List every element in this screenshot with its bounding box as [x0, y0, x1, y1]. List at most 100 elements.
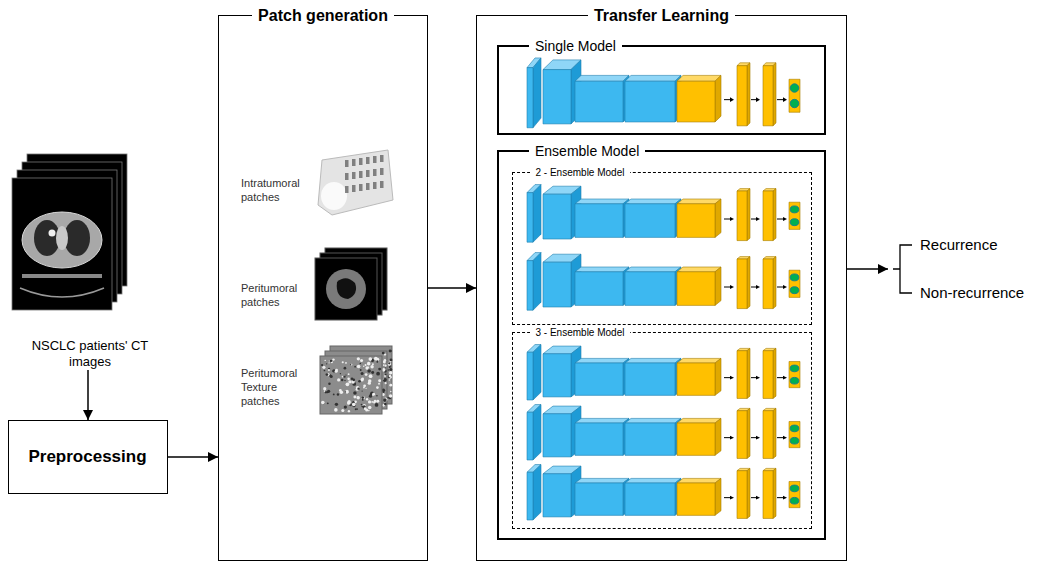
texture-speck	[385, 365, 387, 367]
layer-front	[737, 351, 747, 399]
texture-speck	[343, 376, 345, 378]
tumor-core	[337, 278, 356, 299]
layer-side	[747, 189, 750, 241]
texture-speck	[322, 366, 325, 369]
texture-speck	[337, 378, 340, 381]
texture-speck	[374, 357, 378, 361]
flow-arrow-head	[783, 376, 787, 380]
patch-voxel	[366, 157, 370, 164]
layer-side	[533, 345, 541, 400]
patch-slice	[315, 258, 377, 320]
flow-arrow-head	[756, 376, 760, 380]
texture-speck	[326, 373, 329, 376]
layer-front	[527, 352, 533, 400]
output-neuron	[790, 437, 799, 444]
texture-speck	[370, 365, 373, 368]
layer-side	[533, 405, 541, 460]
patch-voxel	[366, 183, 370, 190]
cnn-model	[527, 465, 800, 520]
texture-speck	[376, 395, 378, 397]
texture-speck	[367, 369, 371, 373]
output-neuron	[790, 287, 799, 294]
texture-speck	[382, 352, 385, 355]
layer-side	[747, 257, 750, 309]
flow-arrow-head	[756, 436, 760, 440]
panel-title: Ensemble Model	[529, 142, 645, 160]
texture-speck	[330, 375, 333, 378]
texture-speck	[327, 390, 330, 393]
texture-speck	[363, 384, 366, 387]
flow-arrow-head	[730, 376, 734, 380]
patch-voxel	[352, 159, 356, 166]
texture-speck	[384, 403, 386, 405]
texture-speck	[364, 407, 367, 410]
texture-speck	[371, 371, 374, 374]
process-box: Preprocessing	[8, 420, 168, 494]
texture-speck	[334, 408, 338, 412]
cnn-model	[527, 58, 800, 128]
output-neuron	[790, 497, 799, 504]
flow-arrow-head	[730, 217, 734, 221]
texture-speck	[344, 367, 347, 370]
texture-speck	[357, 396, 359, 398]
flow-arrow	[724, 287, 731, 288]
texture-speck	[369, 395, 372, 398]
panel-title: Patch generation	[252, 6, 394, 26]
flow-arrow	[777, 287, 784, 288]
panel-title: Single Model	[529, 37, 622, 55]
texture-speck	[361, 396, 364, 399]
texture-speck	[373, 401, 375, 403]
layer-top	[575, 358, 629, 363]
texture-speck	[371, 401, 373, 403]
layer-front	[737, 259, 747, 309]
layer-top	[625, 267, 681, 272]
texture-speck	[389, 384, 392, 387]
layer-front	[543, 474, 571, 517]
layer-side	[773, 468, 776, 518]
layer-top	[575, 478, 629, 483]
texture-speck	[361, 404, 363, 406]
flow-arrow	[724, 437, 731, 438]
layer-front	[575, 272, 623, 306]
layer-front	[677, 204, 715, 238]
flow-arrow	[428, 287, 476, 289]
texture-speck	[385, 382, 387, 384]
class-label: Non-recurrence	[920, 282, 1024, 304]
texture-speck	[378, 379, 381, 382]
layer-side	[715, 358, 721, 395]
texture-speck	[341, 409, 344, 412]
texture-speck	[369, 357, 373, 361]
texture-speck	[345, 374, 346, 375]
layer-front	[543, 414, 571, 457]
flow-arrow	[777, 377, 784, 378]
texture-speck	[389, 349, 392, 352]
layer-top	[625, 478, 681, 483]
layer-front	[677, 483, 715, 515]
layer-top	[677, 478, 721, 483]
texture-speck	[358, 380, 361, 383]
layer-front	[527, 472, 533, 520]
texture-speck	[387, 362, 391, 366]
texture-speck	[356, 388, 359, 391]
layer-front	[677, 423, 715, 455]
ct-mediastinum	[56, 226, 68, 250]
texture-speck	[365, 388, 366, 389]
texture-speck	[383, 398, 387, 402]
layer-top	[677, 358, 721, 363]
texture-speck	[376, 372, 380, 376]
patch-voxel	[359, 184, 363, 191]
texture-speck	[326, 363, 327, 364]
texture-speck	[365, 366, 368, 369]
cnn-model	[527, 185, 800, 243]
model-box: Single Model	[497, 45, 826, 135]
texture-speck	[366, 398, 368, 400]
layer-top	[575, 418, 629, 423]
texture-speck	[389, 368, 392, 371]
ct-body	[22, 212, 102, 268]
layer-side	[773, 189, 776, 241]
flow-arrow	[777, 219, 784, 220]
flow-arrow-head	[730, 436, 734, 440]
flow-arrow-head	[756, 217, 760, 221]
layer-front	[737, 66, 747, 126]
patch-voxel	[373, 169, 377, 176]
